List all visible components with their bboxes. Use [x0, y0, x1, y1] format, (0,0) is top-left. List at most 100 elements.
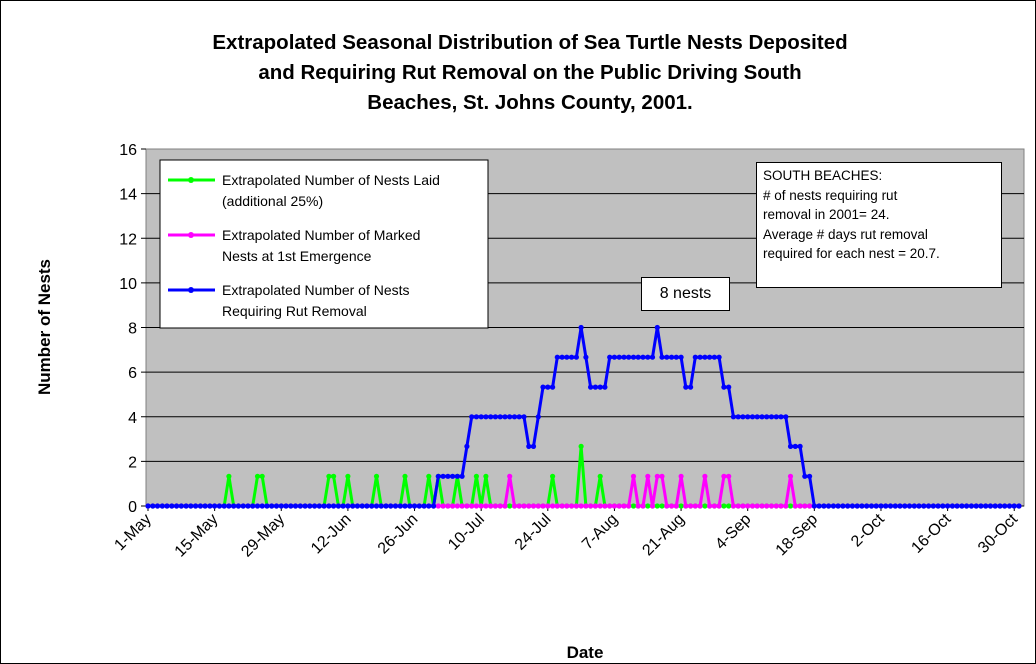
data-point [511, 503, 518, 509]
data-point [1011, 503, 1017, 509]
data-point [454, 503, 460, 509]
data-point [473, 503, 479, 509]
data-point [773, 414, 779, 420]
data-point [1006, 503, 1013, 509]
data-point [740, 414, 746, 420]
data-point [335, 503, 341, 509]
data-point [473, 473, 479, 479]
data-point [545, 503, 551, 509]
data-point [849, 503, 856, 509]
data-point [197, 503, 203, 509]
data-point [673, 503, 679, 509]
data-point [312, 503, 318, 509]
data-point [559, 503, 565, 509]
y-tick-label: 10 [119, 276, 137, 293]
data-point [278, 503, 284, 509]
data-point [678, 473, 684, 479]
data-point [345, 503, 351, 509]
x-tick-label: 16-Oct [908, 510, 954, 556]
data-point [221, 503, 227, 509]
data-point [431, 503, 437, 509]
data-point [821, 503, 827, 509]
data-point [459, 503, 465, 509]
data-point [502, 503, 508, 509]
data-point [511, 414, 518, 420]
data-point [764, 503, 770, 509]
data-point [540, 503, 546, 509]
data-point [873, 503, 879, 509]
data-point [573, 503, 580, 509]
data-point [902, 503, 908, 509]
data-point [607, 503, 613, 509]
data-point [926, 503, 932, 509]
x-tick-label: 7-Aug [579, 511, 621, 553]
data-point [1016, 503, 1022, 509]
data-point [935, 503, 941, 509]
data-point [759, 503, 765, 509]
info-line: # of nests requiring rut [763, 187, 898, 203]
data-point [350, 503, 356, 509]
data-point [478, 503, 484, 509]
data-point [302, 503, 308, 509]
data-point [545, 384, 551, 390]
data-point [297, 503, 303, 509]
data-point [331, 473, 337, 479]
data-point [640, 503, 646, 509]
data-point [840, 503, 846, 509]
data-point [469, 503, 475, 509]
data-point [983, 503, 989, 509]
data-point [654, 503, 660, 509]
data-point [692, 503, 698, 509]
data-point [578, 324, 584, 331]
data-point [645, 354, 651, 360]
data-point [645, 473, 651, 479]
data-point [521, 414, 527, 420]
data-point [378, 503, 384, 509]
data-point [188, 503, 194, 509]
data-point [226, 503, 232, 509]
data-point [554, 354, 560, 360]
data-point [702, 473, 708, 479]
x-tick-label: 15-May [172, 511, 222, 561]
data-point [607, 354, 613, 360]
data-point [530, 503, 537, 509]
data-point [316, 503, 322, 509]
data-point [254, 503, 261, 509]
data-point [426, 503, 432, 509]
legend-swatch-marker [188, 287, 194, 293]
x-tick-label: 2-Oct [848, 510, 888, 550]
data-point [688, 503, 694, 509]
data-point [440, 503, 446, 509]
x-axis-label: Date [567, 643, 604, 662]
data-point [483, 414, 489, 420]
data-point [392, 503, 399, 509]
data-point [435, 473, 441, 479]
data-point [654, 473, 660, 479]
data-point [583, 503, 589, 509]
info-line: Average # days rut removal [763, 226, 928, 242]
data-point [1002, 503, 1008, 509]
data-point [535, 503, 541, 509]
legend-swatch-marker [188, 232, 194, 238]
data-point [554, 503, 560, 509]
data-point [597, 503, 603, 509]
data-point [621, 503, 627, 509]
data-point [678, 503, 684, 509]
data-point [459, 473, 465, 479]
data-point [621, 354, 627, 360]
data-point [159, 503, 165, 509]
data-point [864, 503, 870, 509]
data-point [421, 503, 427, 509]
data-point [550, 384, 556, 390]
data-point [778, 414, 784, 420]
data-point [835, 503, 841, 509]
data-point [483, 503, 489, 509]
data-point [450, 473, 456, 479]
data-point [450, 503, 456, 509]
data-point [802, 503, 808, 509]
data-point [369, 503, 375, 509]
data-point [507, 414, 513, 420]
data-point [550, 473, 556, 479]
data-point [626, 503, 632, 509]
data-point [507, 503, 513, 509]
